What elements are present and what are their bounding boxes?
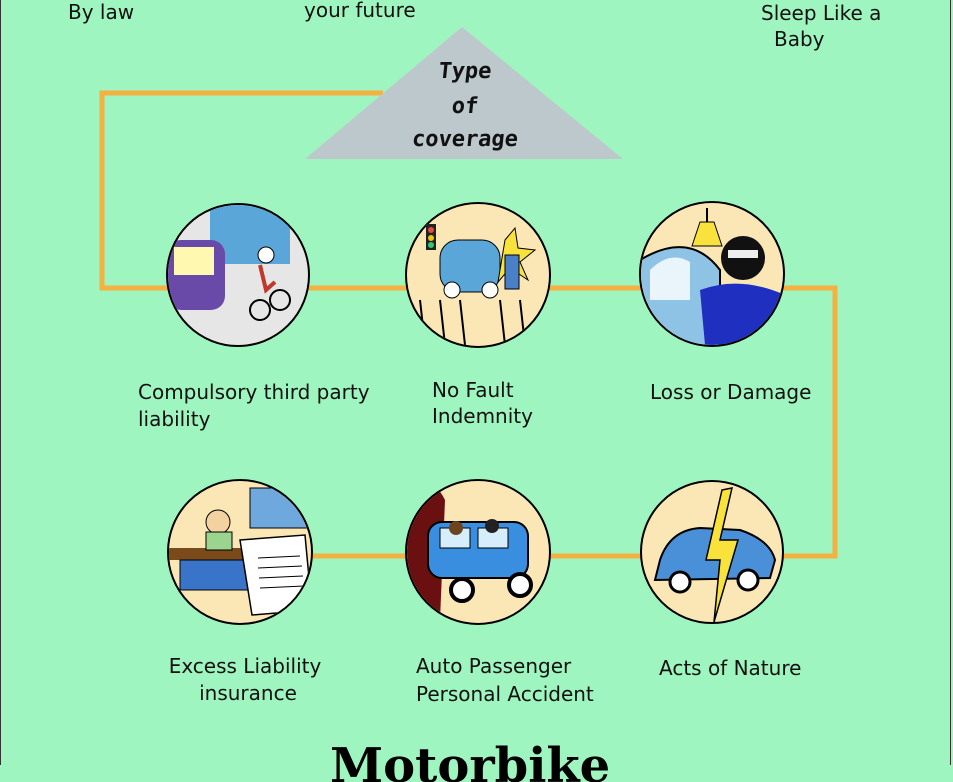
excess-liability-illustration xyxy=(167,479,313,625)
triangle-label-line1: Type xyxy=(437,59,493,84)
top-middle-text: your future xyxy=(304,0,416,22)
node-label-loss-damage-line1: Loss or Damage xyxy=(650,380,812,404)
node-label-auto-passenger-line1: Auto Passenger xyxy=(416,654,572,678)
page-frame xyxy=(0,0,951,765)
top-left-text: By law xyxy=(68,0,135,24)
third-party-illustration xyxy=(166,203,310,347)
node-label-third-party-line1: Compulsory third party xyxy=(138,380,370,404)
coverage-triangle xyxy=(305,27,623,159)
auto-passenger-illustration xyxy=(405,479,551,625)
node-label-third-party-line2: liability xyxy=(138,407,211,431)
triangle-label-line3: coverage xyxy=(410,127,520,152)
connector-line xyxy=(99,90,838,559)
node-label-no-fault-line2: Indemnity xyxy=(432,404,533,428)
loss-damage-illustration xyxy=(639,201,785,347)
triangle-label-line2: of xyxy=(450,94,480,119)
node-label-excess-liability-line2: insurance xyxy=(199,681,297,705)
node-label-no-fault-line1: No Fault xyxy=(432,378,514,402)
coverage-diagram xyxy=(99,27,838,625)
no-fault-illustration xyxy=(405,202,551,348)
bottom-title: Motorbike xyxy=(330,742,611,782)
node-label-auto-passenger-line2: Personal Accident xyxy=(416,682,594,706)
node-label-acts-of-nature-line1: Acts of Nature xyxy=(659,656,802,680)
acts-of-nature-illustration xyxy=(640,480,784,624)
node-label-excess-liability-line1: Excess Liability xyxy=(168,654,322,678)
top-right-text-line1: Sleep Like a xyxy=(761,1,882,25)
top-right-text-line2: Baby xyxy=(774,27,825,51)
